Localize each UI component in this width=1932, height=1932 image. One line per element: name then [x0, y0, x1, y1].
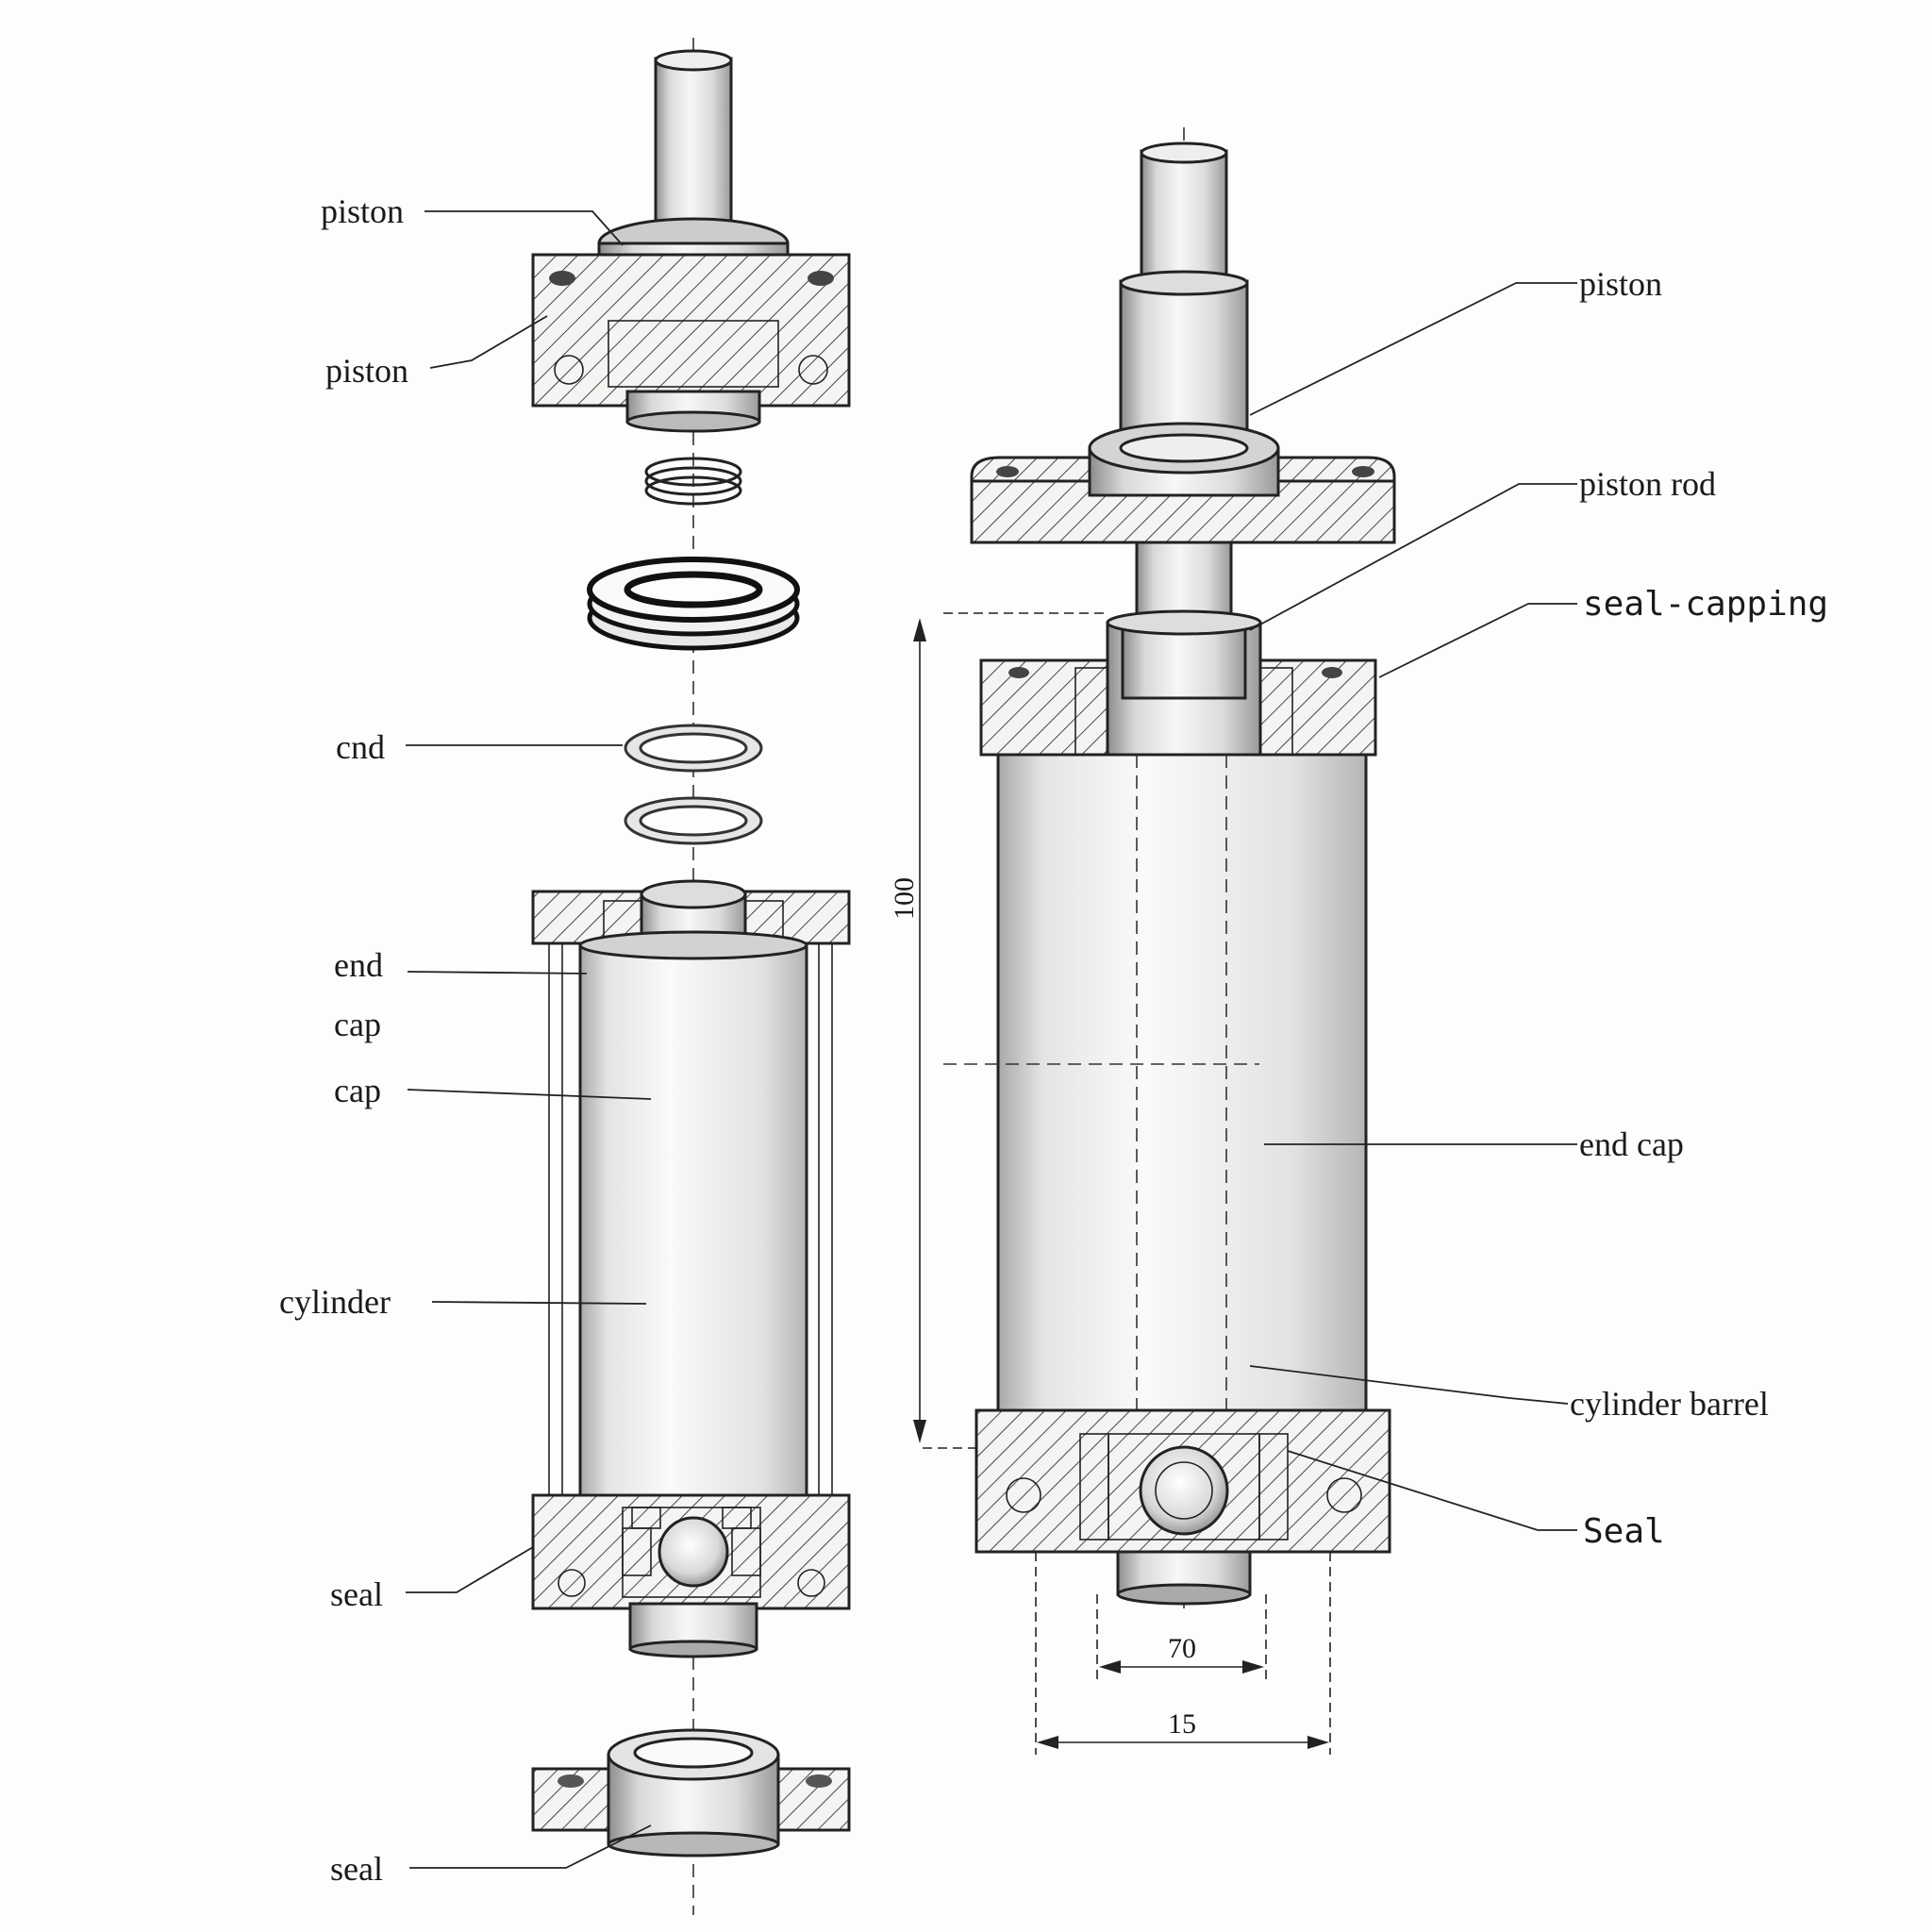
label-left-piston-second: piston: [325, 352, 408, 390]
arrow-up-icon: [913, 618, 926, 641]
right-piston-rod-top: [1140, 149, 1228, 294]
leader-right-piston-rod: [1249, 483, 1577, 631]
leader-right-seal: [1287, 1450, 1577, 1531]
right-rod-top-face: [1140, 142, 1228, 164]
leader-left-cylinder: [431, 1301, 647, 1305]
right-rod-step-face: [1119, 270, 1249, 296]
port-icon: [658, 1516, 729, 1588]
label-right-piston-rod: piston rod: [1579, 465, 1716, 503]
right-assembled-view: [913, 127, 1396, 1755]
right-seal-capping-block: [979, 609, 1377, 757]
bolt-hole-icon: [558, 1774, 584, 1788]
label-right-end-cap: end cap: [1579, 1125, 1684, 1163]
port-icon: [1139, 1445, 1229, 1536]
dimension-height-label: 100: [889, 877, 920, 920]
left-piston-seal-ring: [587, 557, 800, 651]
bolt-hole-icon: [798, 355, 828, 385]
bolt-hole-icon: [1008, 667, 1029, 678]
right-cylinder-barrel: [996, 753, 1368, 1445]
arrow-left-icon: [1037, 1736, 1058, 1749]
bolt-hole-icon: [558, 1569, 586, 1597]
dimension-outer-width-label: 15: [1168, 1708, 1196, 1740]
arrow-left-icon: [1099, 1660, 1121, 1674]
label-left-cylinder: cylinder: [279, 1283, 391, 1321]
left-o-ring-upper: [624, 724, 763, 773]
bolt-hole-icon: [554, 355, 584, 385]
right-piston-rod-step: [1119, 279, 1249, 443]
seal-blue-icon: [722, 1507, 752, 1529]
left-o-ring-lower: [624, 796, 763, 845]
bolt-hole-icon: [996, 466, 1019, 477]
label-right-seal-capping: seal-capping: [1583, 585, 1828, 624]
left-top-end-cap: [531, 253, 851, 408]
leader-right-cylinder-barrel: [1249, 1365, 1569, 1405]
leader-left-seal-lower: [406, 1546, 534, 1593]
label-left-end-cap-line1: end: [334, 946, 383, 984]
port-inner-icon: [1155, 1461, 1213, 1520]
right-top-flange: [970, 422, 1396, 544]
bolt-hole-icon: [797, 1569, 825, 1597]
leader-left-seal-bottom: [409, 1824, 652, 1869]
arrow-right-icon: [1242, 1660, 1264, 1674]
dimension-inner-width-label: 70: [1168, 1633, 1196, 1664]
bolt-hole-icon: [1006, 1477, 1041, 1513]
left-bottom-end-cap: [531, 1728, 851, 1857]
arrow-down-icon: [913, 1420, 926, 1443]
left-tie-rod: [548, 942, 563, 1501]
right-bottom-end-cap: [974, 1408, 1391, 1606]
leader-right-seal-capping: [1378, 603, 1577, 678]
arrow-right-icon: [1307, 1736, 1329, 1749]
label-right-piston: piston: [1579, 265, 1662, 303]
label-left-seal-bottom: seal: [330, 1850, 383, 1888]
label-left-piston-top: piston: [321, 192, 404, 230]
leader-left-end-cap: [407, 971, 588, 974]
left-top-spigot-face: [625, 410, 761, 433]
left-rod-top-face: [654, 49, 733, 72]
leader-left-piston-second: [429, 315, 548, 369]
label-left-cap: cap: [334, 1072, 381, 1109]
left-barrel-top-rim: [578, 930, 808, 960]
left-cylinder-barrel: [578, 941, 808, 1507]
left-tie-rod: [818, 942, 833, 1501]
leader-right-piston: [1249, 282, 1577, 416]
seal-blue-icon: [631, 1507, 661, 1529]
label-left-seal-lower: seal: [330, 1575, 383, 1613]
left-top-cap-bore: [608, 320, 779, 388]
bolt-hole-icon: [1322, 667, 1342, 678]
left-exploded-view: [531, 38, 851, 1915]
label-left-end: cnd: [336, 728, 385, 766]
bolt-hole-icon: [808, 271, 834, 286]
leader-left-cap: [407, 1089, 652, 1100]
bolt-hole-icon: [806, 1774, 832, 1788]
right-dimension-lines: [913, 612, 1331, 1755]
bolt-hole-icon: [1326, 1477, 1362, 1513]
left-cylinder-bottom-cap: [531, 1493, 851, 1658]
label-right-cylinder-barrel: cylinder barrel: [1570, 1385, 1769, 1423]
label-left-end-cap-line2: cap: [334, 1006, 381, 1043]
label-right-seal: Seal: [1583, 1512, 1665, 1551]
leader-left-piston-top: [425, 210, 624, 246]
bolt-hole-icon: [549, 271, 575, 286]
leader-lines: [406, 210, 1577, 1869]
left-top-piston-assembly: [531, 49, 851, 433]
left-small-spring-ring: [644, 457, 742, 506]
bolt-hole-icon: [1352, 466, 1374, 477]
